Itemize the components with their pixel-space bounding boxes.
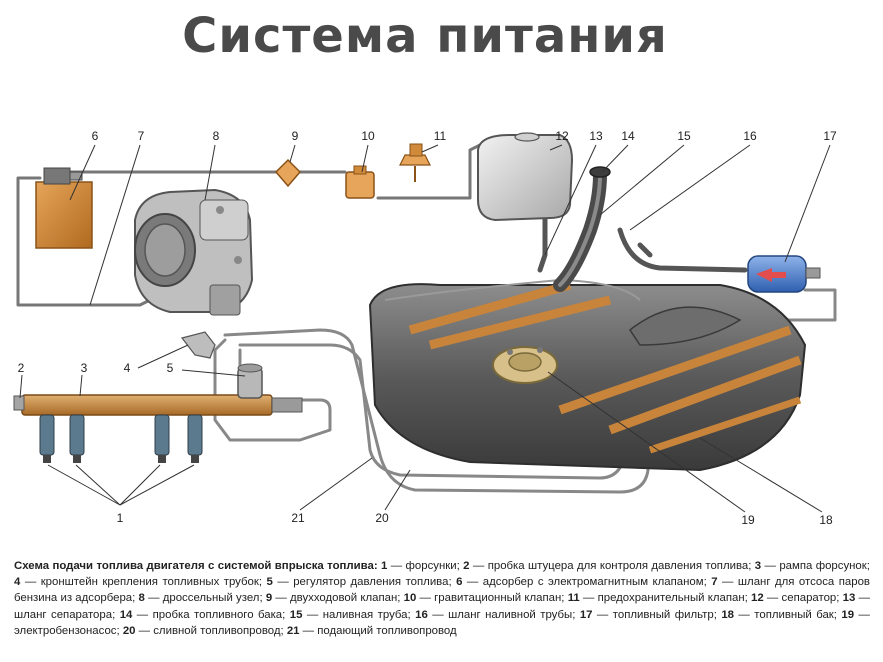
- callout-3: 3: [81, 361, 88, 375]
- callout-16: 16: [743, 129, 757, 143]
- callout-7: 7: [138, 129, 145, 143]
- caption-item-number: 1: [381, 560, 388, 572]
- caption-item-text: электробензонасос: [14, 624, 117, 637]
- caption-item-text: двухходовой клапан: [290, 592, 398, 605]
- caption-item-number: 11: [567, 592, 580, 605]
- safety-valve: [399, 143, 431, 182]
- leader-lines: [19, 144, 831, 513]
- separator-hose: [537, 212, 548, 273]
- caption-item-text: предохранительный клапан: [597, 592, 745, 605]
- adsorber: [35, 167, 93, 249]
- two-way-valve: [274, 158, 302, 188]
- caption-item-text: пробка штуцера для контроля давления топ…: [487, 560, 749, 572]
- tank-cap: [589, 166, 611, 178]
- caption-item-number: 2: [463, 560, 470, 572]
- callout-15: 15: [677, 129, 691, 143]
- caption-item-text: наливная труба: [322, 608, 408, 621]
- caption-item-text: шланг для отсоса паров бензина из адсорб…: [14, 576, 870, 605]
- callout-19: 19: [741, 513, 755, 527]
- fuel-tank: [368, 278, 807, 472]
- injector-1: [39, 414, 55, 463]
- caption-item-number: 8: [138, 592, 145, 605]
- caption-item-number: 14: [119, 608, 133, 621]
- callout-20: 20: [375, 511, 389, 525]
- return-line-20: [223, 328, 662, 494]
- callout-4: 4: [124, 361, 131, 375]
- caption-item-number: 20: [122, 624, 136, 637]
- callout-2: 2: [18, 361, 25, 375]
- supply-line-21: [238, 343, 642, 480]
- callout-9: 9: [292, 129, 299, 143]
- caption-item-text: шланг наливной трубы: [448, 608, 573, 621]
- injector-3: [154, 414, 170, 463]
- callout-8: 8: [213, 129, 220, 143]
- caption-item-text: топливный бак: [754, 608, 834, 621]
- caption-item-number: 13: [842, 592, 856, 605]
- callout-21: 21: [291, 511, 305, 525]
- caption-item-number: 5: [266, 576, 273, 589]
- filler-pipe: [553, 166, 611, 292]
- caption-item-number: 12: [751, 592, 764, 605]
- figure-caption: Схема подачи топлива двигателя с системо…: [14, 558, 870, 639]
- caption-item-number: 15: [289, 608, 303, 621]
- pipe-bracket: [180, 331, 216, 359]
- caption-item-text: кронштейн крепления топливных трубок: [40, 576, 259, 589]
- caption-item-text: пробка топливного бака: [152, 608, 283, 621]
- injector-2: [69, 414, 85, 463]
- caption-item-text: топливный фильтр: [612, 608, 714, 621]
- caption-item-number: 3: [754, 560, 762, 572]
- injector-4: [187, 414, 203, 463]
- caption-item-text: форсунки: [405, 560, 457, 572]
- fuel-filter: [747, 255, 821, 293]
- caption-item-number: 17: [579, 608, 593, 621]
- gravity-valve: [345, 165, 375, 199]
- throttle-body: [134, 188, 254, 316]
- caption-item-text: адсорбер с электромагнитным клапаном: [482, 576, 704, 589]
- callout-6: 6: [92, 129, 99, 143]
- caption-item-text: регулятор давления топлива: [293, 576, 449, 589]
- callout-1: 1: [117, 511, 124, 525]
- caption-item-number: 4: [14, 576, 21, 589]
- callout-numbers: 6 7 8 9 10 11 12 13 14 15 16 17 2 3 4 5 …: [18, 129, 837, 527]
- injectors: [39, 414, 203, 463]
- separator: [477, 132, 574, 222]
- page-title: Система питания: [182, 8, 668, 64]
- caption-item-number: 6: [456, 576, 463, 589]
- caption-item-text: дроссельный узел: [162, 592, 260, 605]
- caption-item-text: сепаратор: [781, 592, 837, 605]
- caption-item-number: 18: [721, 608, 734, 621]
- caption-item-text: сливной топливопровод: [153, 624, 281, 637]
- callout-13: 13: [589, 129, 603, 143]
- callout-5: 5: [167, 361, 174, 375]
- caption-item-text: шланг сепаратора: [14, 608, 113, 621]
- caption-item-number: 9: [265, 592, 273, 605]
- caption-items: 1 — форсунки; 2 — пробка штуцера для кон…: [14, 560, 870, 637]
- callout-10: 10: [361, 129, 375, 143]
- caption-item-number: 19: [841, 608, 855, 621]
- callout-12: 12: [555, 129, 569, 143]
- caption-item-text: рампа форсунок: [779, 560, 867, 572]
- callout-14: 14: [621, 129, 635, 143]
- caption-item-text: гравитационный клапан: [434, 592, 562, 605]
- fuel-rail: [13, 394, 303, 416]
- caption-item-text: подающий топливопровод: [317, 624, 457, 637]
- caption-item-number: 10: [403, 592, 417, 605]
- caption-item-number: 16: [415, 608, 428, 621]
- fuel-pump: [492, 346, 558, 384]
- pressure-regulator: [237, 363, 263, 399]
- callout-17: 17: [823, 129, 837, 143]
- callout-18: 18: [819, 513, 833, 527]
- caption-heading: Схема подачи топлива двигателя с системо…: [14, 560, 378, 572]
- caption-item-number: 7: [711, 576, 718, 589]
- callout-11: 11: [434, 129, 447, 143]
- filler-hose: [617, 227, 748, 273]
- caption-item-number: 21: [286, 624, 300, 637]
